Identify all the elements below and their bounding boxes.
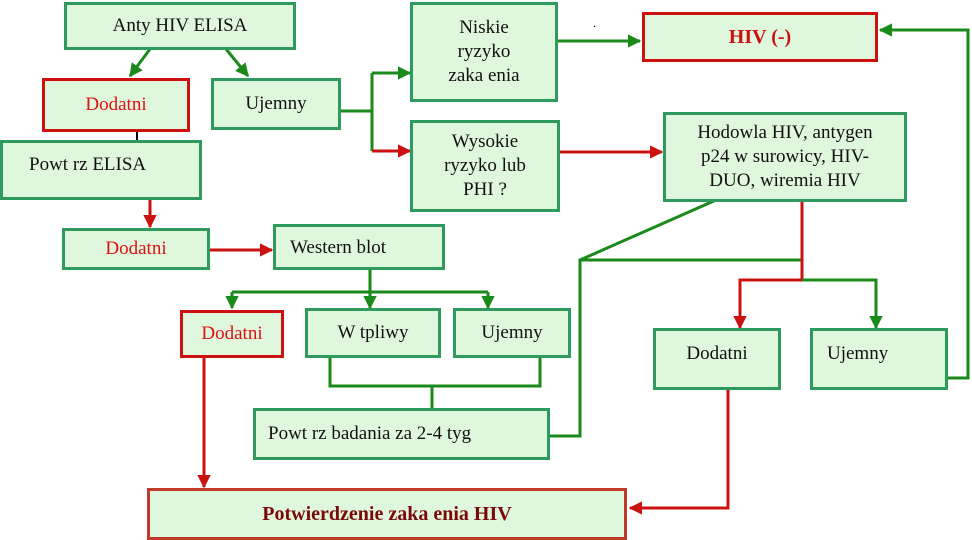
box-powtorz-elisa: Powt rz ELISA bbox=[0, 140, 202, 200]
box-dodatni-4: Dodatni bbox=[653, 328, 781, 390]
arrow-elisa-to-ujemny bbox=[224, 48, 250, 78]
box-ujemny-3: Ujemny bbox=[810, 328, 948, 390]
box-niskie-ryzyko: Niskie ryzyko zaka enia bbox=[410, 2, 558, 102]
box-anty-hiv-elisa: Anty HIV ELISA bbox=[64, 2, 296, 50]
stray-dot: . bbox=[593, 16, 596, 30]
arrow-elisa-to-dodatni bbox=[128, 48, 152, 78]
arrow-hodowla-to-dodatni4 bbox=[733, 278, 802, 330]
box-dodatni-3: Dodatni bbox=[180, 310, 284, 358]
box-ujemny-2: Ujemny bbox=[453, 308, 571, 358]
box-powtorz-badania: Powt rz badania za 2-4 tyg bbox=[253, 408, 550, 460]
box-wysokie-ryzyko: Wysokie ryzyko lub PHI ? bbox=[410, 120, 560, 212]
box-dodatni-1: Dodatni bbox=[42, 78, 190, 132]
box-watpliwy: W tpliwy bbox=[305, 308, 441, 358]
box-ujemny-1: Ujemny bbox=[211, 78, 341, 130]
arrow-dodatni4-to-potw bbox=[628, 390, 730, 515]
box-hodowla: Hodowla HIV, antygen p24 w surowicy, HIV… bbox=[663, 112, 907, 202]
line-watpliwy-ujemny-merge bbox=[328, 358, 542, 388]
line-ujemny-branch bbox=[340, 73, 374, 113]
box-potwierdzenie: Potwierdzenie zaka enia HIV bbox=[147, 488, 627, 540]
line-powtorz-loop bbox=[550, 198, 717, 438]
arrow-hodowla-to-ujemny3 bbox=[802, 278, 883, 330]
box-hiv-negative: HIV (-) bbox=[642, 12, 878, 62]
box-western-blot: Western blot bbox=[273, 224, 445, 270]
box-dodatni-2: Dodatni bbox=[62, 228, 210, 270]
arrow-ujemny3-to-hivneg bbox=[878, 23, 970, 380]
